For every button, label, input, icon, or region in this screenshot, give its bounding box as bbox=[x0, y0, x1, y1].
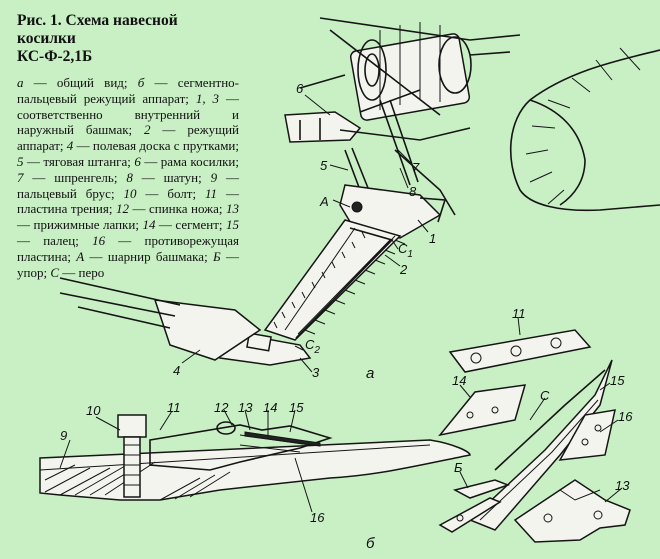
label-15b: 15 bbox=[610, 373, 625, 388]
field-board bbox=[59, 277, 262, 361]
legend-text: — сегмент; bbox=[155, 217, 227, 233]
title-line-1: Рис. 1. Схема навесной косилки bbox=[17, 12, 178, 47]
legend-text: — сегментно-пальцевый режущий аппарат; bbox=[17, 75, 239, 106]
label-C2: C2 bbox=[305, 337, 320, 356]
mower-frame bbox=[284, 111, 471, 143]
legend-key: 14 bbox=[142, 217, 156, 233]
legend-text: — пластина трения; bbox=[17, 185, 239, 217]
label-16b: 16 bbox=[618, 409, 633, 424]
label-B: Б bbox=[454, 460, 463, 475]
label-5: 5 bbox=[320, 158, 328, 173]
legend-text: — шарнир башмака; bbox=[84, 248, 214, 264]
label-16: 16 bbox=[310, 510, 325, 525]
bolt-head bbox=[117, 414, 147, 438]
label-11b: 11 bbox=[512, 306, 526, 321]
legend-text: — полевая доска с прутками; bbox=[73, 138, 239, 154]
legend-text: — шатун; bbox=[132, 169, 211, 185]
legend-key: 4 bbox=[66, 138, 74, 154]
bolt-shank bbox=[123, 436, 141, 498]
legend-key: А bbox=[76, 248, 85, 264]
label-8: 8 bbox=[409, 184, 417, 199]
figure-caption: Рис. 1. Схема навесной косилки КС-Ф-2,1Б… bbox=[17, 12, 239, 280]
label-11: 11 bbox=[167, 400, 181, 415]
cutter-bar-fingers bbox=[304, 239, 406, 335]
label-6: 6 bbox=[296, 81, 304, 96]
legend-key: 1, 3 bbox=[195, 90, 220, 106]
view-label-b: б bbox=[366, 535, 375, 552]
legend-text: — болт; bbox=[136, 185, 206, 201]
label-C1: C1 bbox=[398, 241, 413, 260]
friction-plate-11 bbox=[448, 329, 592, 373]
legend-key: б bbox=[137, 75, 145, 90]
finger-15 bbox=[468, 359, 613, 531]
figure-legend: а — общий вид; б — сегментно-пальцевый р… bbox=[17, 75, 239, 280]
legend-text: — прижимные лапки; bbox=[17, 217, 143, 233]
tractor-wheel bbox=[509, 47, 660, 212]
legend-key: 13 bbox=[226, 201, 239, 217]
label-4: 4 bbox=[173, 363, 180, 378]
inner-shoe bbox=[339, 184, 447, 239]
label-2: 2 bbox=[399, 262, 408, 277]
view-label-a: а bbox=[366, 365, 374, 382]
counter-plate-16 bbox=[558, 409, 616, 461]
view-a-general bbox=[59, 17, 660, 366]
label-1: 1 bbox=[429, 231, 436, 246]
legend-text: — режущий аппарат; bbox=[17, 122, 239, 154]
legend-key: 6 bbox=[134, 153, 141, 169]
legend-key: 5 bbox=[17, 153, 24, 169]
label-14: 14 bbox=[263, 400, 277, 415]
legend-key: 8 bbox=[126, 169, 133, 185]
legend-text: — спинка ножа; bbox=[128, 201, 226, 217]
label-10: 10 bbox=[86, 403, 101, 418]
legend-key: 2 bbox=[144, 122, 151, 138]
legend-text: — палец; bbox=[17, 232, 93, 248]
label-13b: 13 bbox=[615, 478, 630, 493]
figure-title: Рис. 1. Схема навесной косилки КС-Ф-2,1Б bbox=[17, 12, 239, 66]
legend-text: — перо bbox=[59, 264, 105, 280]
clip-13 bbox=[513, 479, 631, 543]
segment-14 bbox=[438, 384, 527, 437]
label-15: 15 bbox=[289, 400, 304, 415]
legend-key: 9 bbox=[210, 169, 218, 185]
legend-text: — соответственно внутренний и наружный б… bbox=[17, 90, 240, 138]
legend-key: 10 bbox=[123, 185, 137, 201]
legend-text: — шпренгель; bbox=[23, 169, 127, 185]
exploded-parts bbox=[438, 329, 631, 543]
label-3: 3 bbox=[312, 365, 320, 380]
label-A: А bbox=[319, 194, 329, 209]
legend-text: — противорежущая пластина; bbox=[17, 232, 239, 264]
label-14b: 14 bbox=[452, 373, 466, 388]
title-line-2: КС-Ф-2,1Б bbox=[17, 48, 93, 65]
label-13: 13 bbox=[238, 400, 253, 415]
legend-text: — пальцевый брус; bbox=[17, 169, 239, 201]
label-12: 12 bbox=[214, 400, 229, 415]
legend-text: — тяговая штанга; bbox=[23, 153, 135, 169]
part-labels: 6 5 7 8 А 1 C1 2 C2 3 4 а 9 10 11 12 13 … bbox=[60, 81, 633, 552]
legend-key: а bbox=[17, 75, 24, 90]
legend-key: 11 bbox=[205, 185, 218, 201]
label-7: 7 bbox=[412, 160, 420, 175]
legend-text: — упор; bbox=[17, 248, 240, 280]
legend-key: С bbox=[50, 264, 59, 280]
legend-text: — общий вид; bbox=[23, 75, 138, 90]
legend-key: 12 bbox=[115, 201, 129, 217]
rods bbox=[344, 99, 456, 216]
legend-key: 16 bbox=[92, 232, 106, 248]
drive-mechanism bbox=[299, 17, 521, 121]
label-9: 9 bbox=[60, 428, 67, 443]
legend-key: 7 bbox=[17, 169, 24, 185]
cutter-bar bbox=[263, 219, 406, 341]
legend-key: 15 bbox=[226, 217, 240, 233]
view-b-section bbox=[39, 414, 471, 501]
stop-b bbox=[438, 479, 511, 533]
legend-text: — рама косилки; bbox=[140, 153, 239, 169]
leader-lines bbox=[59, 94, 623, 513]
legend-key: Б bbox=[213, 248, 221, 264]
label-C: С bbox=[540, 388, 550, 403]
